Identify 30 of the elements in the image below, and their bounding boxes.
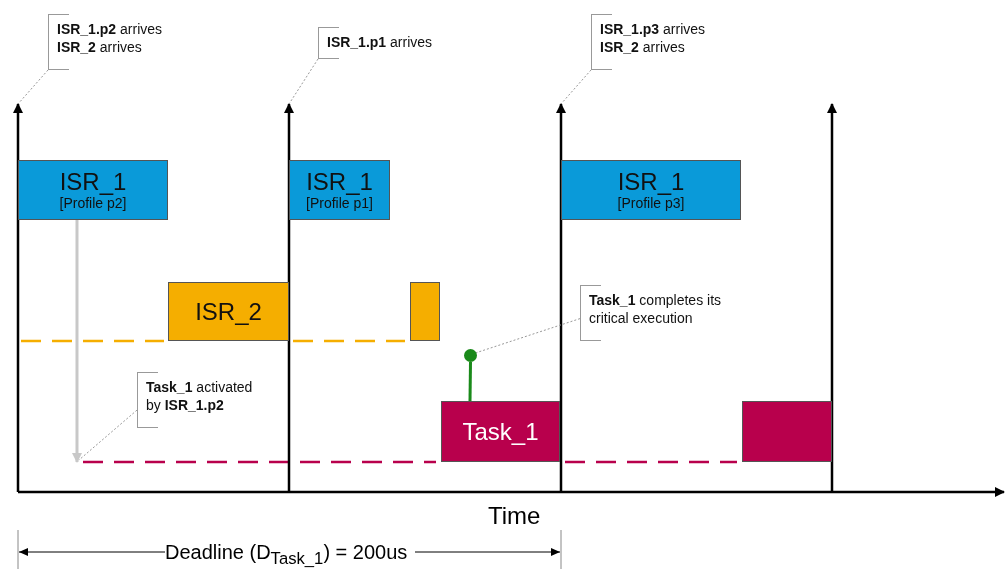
execution-bar — [742, 401, 832, 462]
dimension-label: Deadline (D$_{Task_1}$) = 200us — [165, 541, 408, 569]
leader-line — [288, 58, 319, 105]
execution-bar — [441, 401, 560, 462]
callout-text: ISR_1.p3 arrives — [600, 20, 706, 38]
execution-bar — [561, 160, 741, 220]
callout-text: Task_1 activated by ISR_1.p2 — [146, 378, 254, 414]
callout-text: ISR_2 arrives — [600, 38, 686, 56]
arrow — [72, 220, 82, 463]
callout-text: ISR_1.p1 arrives — [327, 33, 433, 51]
execution-bar — [168, 282, 289, 341]
leader-line — [17, 69, 49, 105]
callout-text: ISR_1.p2 arrives — [57, 20, 163, 38]
leader-line — [560, 69, 592, 105]
task-name: ISR_1 — [59, 169, 127, 195]
task-name: ISR_2 — [195, 298, 262, 325]
profile-label: [Profile p1] — [306, 195, 373, 211]
callout-text: ISR_2 arrives — [57, 38, 143, 56]
callout-text: Task_1 completes its critical execution — [589, 291, 723, 327]
axis-label: Time — [488, 502, 541, 530]
profile-label: [Profile p2] — [59, 195, 127, 211]
circle-marker — [464, 349, 477, 362]
task-name: ISR_1 — [617, 169, 685, 195]
task-name: ISR_1 — [306, 169, 373, 195]
leader-line — [78, 409, 138, 461]
execution-bar — [289, 160, 390, 220]
execution-bar — [18, 160, 168, 220]
execution-bar — [410, 282, 440, 341]
task-name: Task_1 — [462, 418, 539, 445]
profile-label: [Profile p3] — [617, 195, 685, 211]
